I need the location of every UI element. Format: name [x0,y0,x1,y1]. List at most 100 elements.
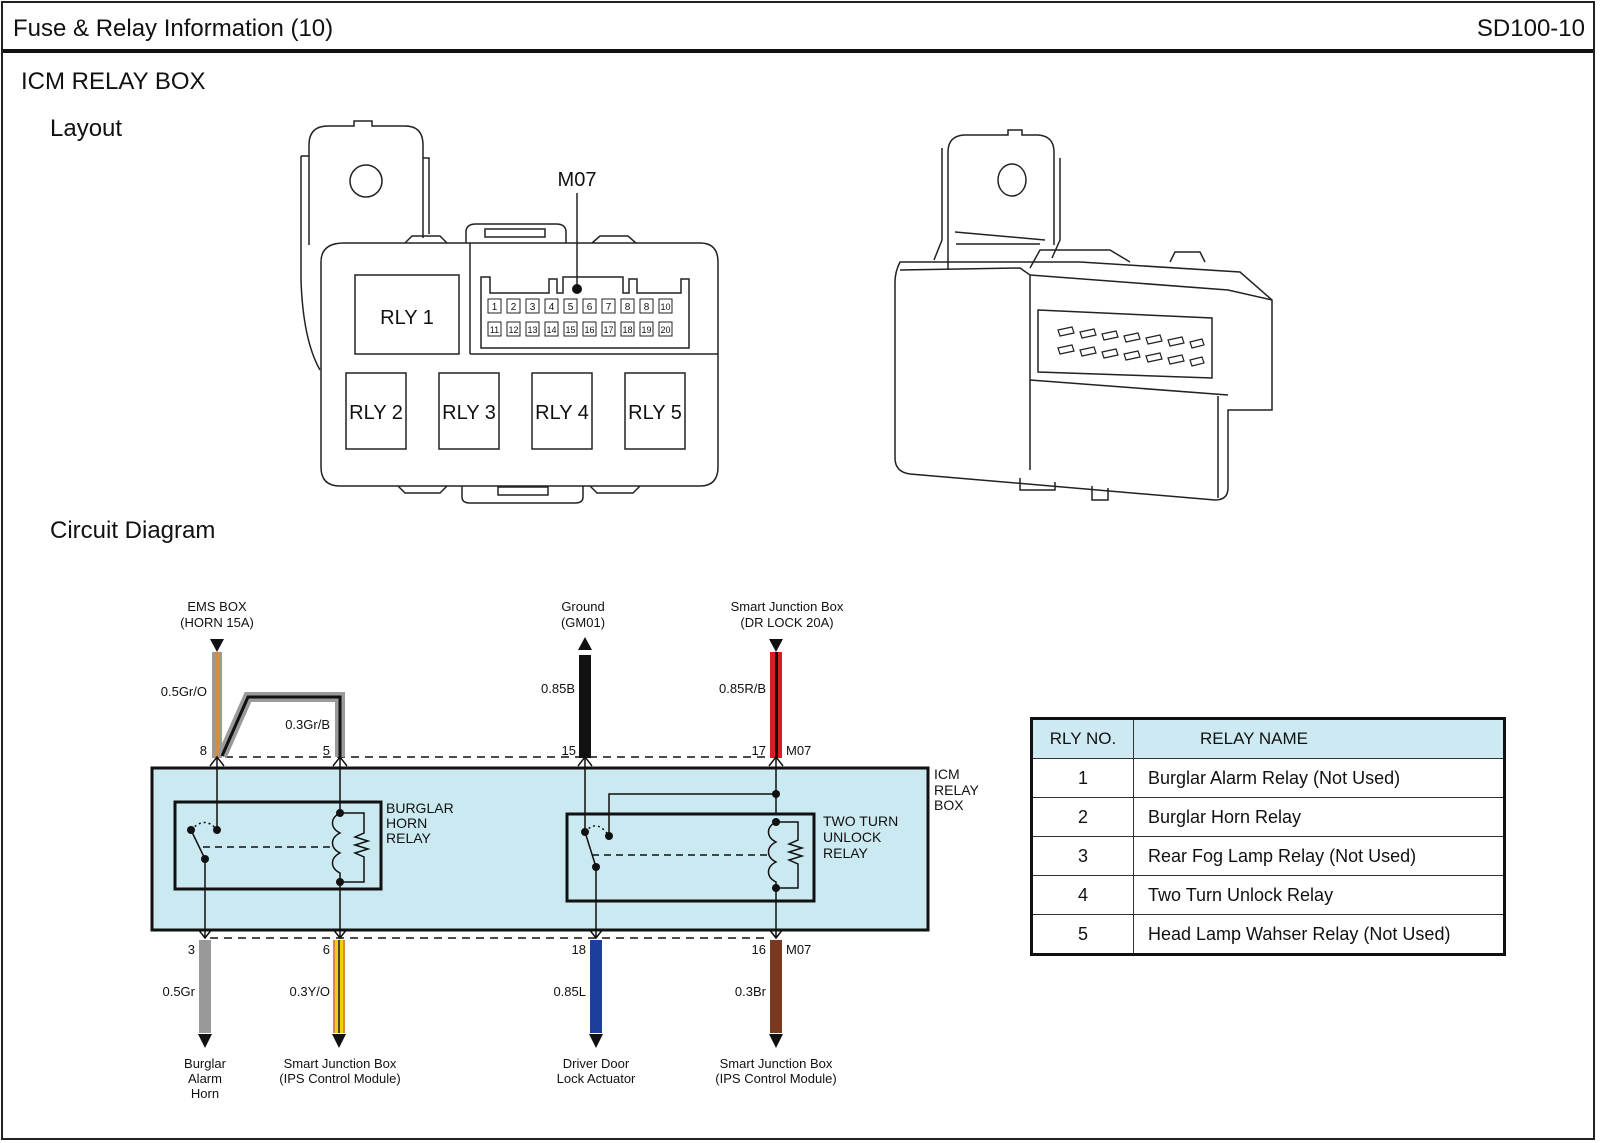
pin-number-6: 6 [323,942,330,957]
connector-pin [639,321,654,337]
relay-slot-1 [354,274,460,355]
connector-pin-number: 18 [622,325,632,335]
connector-pin-number: 8 [644,302,650,313]
relay-slot-2 [345,372,407,450]
relay-box-3d-view [894,129,1273,501]
twoturn-relay-label-3: RELAY [823,845,869,861]
source-ground-line1: Ground [561,599,604,614]
pin-number-5: 5 [323,743,330,758]
connector-pin-number: 15 [565,325,575,335]
connector-pin [563,321,578,337]
terminal-arrow-door-lock [589,1034,603,1048]
connector-pin-number: 8 [625,302,631,313]
connector-pin-number: 19 [641,325,651,335]
connector-pin-number: 16 [584,325,594,335]
relay-table-header: RLY NO. RELAY NAME [1031,718,1505,759]
dest-horn-line3: Horn [191,1086,219,1101]
source-ems-line1: EMS BOX [187,599,247,614]
connector-pin [506,321,521,337]
cell-name: Rear Fog Lamp Relay (Not Used) [1133,836,1505,876]
mount-hole-3d [997,163,1027,197]
connector-pin-number: 5 [568,302,574,313]
connector-label-m07: M07 [558,169,597,191]
connector-pin [658,298,673,314]
cell-name: Two Turn Unlock Relay [1133,875,1505,915]
connector-pin [544,321,559,337]
connector-m07-bottom: M07 [786,942,811,957]
wire-pin3 [199,940,211,1033]
source-sjb-line2: (DR LOCK 20A) [740,615,833,630]
pin-number-8: 8 [200,743,207,758]
connector-m07-top: M07 [786,743,811,758]
wire-label-pin15: 0.85B [541,681,575,696]
cell-no: 3 [1031,836,1134,876]
burglar-relay-label-3: RELAY [386,830,432,846]
cell-no: 2 [1031,797,1134,837]
dest-sjb1-line1: Smart Junction Box [284,1056,397,1071]
wire-label-pin16: 0.3Br [735,984,767,999]
twoturn-relay-label-2: UNLOCK [823,829,882,845]
header-relay-name: RELAY NAME [1133,718,1505,759]
connector-pin [639,298,654,314]
dest-sjb1-line2: (IPS Control Module) [279,1071,400,1086]
layout-heading: Layout [50,115,123,142]
connector-pin [620,321,635,337]
relay-slot-5 [624,372,686,450]
cell-name: Burglar Horn Relay [1133,797,1505,837]
dest-horn-line2: Alarm [188,1071,222,1086]
connector-pin [658,321,673,337]
connector-pin-number: 13 [527,325,537,335]
connector-pin-number: 6 [587,302,593,313]
wire-pin17 [770,652,782,758]
relay-label-3: RLY 3 [442,402,496,424]
icm-module-box [150,766,930,932]
pin-number-18: 18 [572,942,586,957]
twoturn-relay-label-1: TWO TURN [823,813,898,829]
connector-pin-number: 14 [546,325,556,335]
cell-no: 1 [1031,758,1134,798]
burglar-relay-label-1: BURGLAR [386,800,454,816]
terminal-arrow-in-sjb [769,639,783,652]
header-rly-no: RLY NO. [1031,718,1134,759]
module-label-line2: RELAY [934,782,980,798]
cell-no: 5 [1031,914,1134,955]
module-label-line1: ICM [934,766,960,782]
cell-no: 4 [1031,875,1134,915]
relay-slot-3 [438,372,500,450]
junction-dots [187,790,780,892]
terminal-arrow-sjb-ips-1 [332,1034,346,1048]
wire-label-pin5: 0.3Gr/B [285,717,330,732]
source-ground-line2: (GM01) [561,615,605,630]
dest-door-line1: Driver Door [563,1056,630,1071]
terminal-arrow-sjb-ips-2 [769,1034,783,1048]
dest-sjb2-line2: (IPS Control Module) [715,1071,836,1086]
relay-label-2: RLY 2 [349,402,403,424]
two-turn-relay-box [565,812,816,903]
page-code: SD100-10 [1476,15,1585,42]
wire-label-pin8: 0.5Gr/O [161,684,207,699]
connector-pin-number: 1 [492,302,498,313]
cell-name: Head Lamp Wahser Relay (Not Used) [1133,914,1505,955]
circuit-heading: Circuit Diagram [50,517,216,544]
connector-pin [544,298,559,314]
connector-marker [572,284,582,294]
connector-pin [601,298,616,314]
dest-sjb2-line1: Smart Junction Box [720,1056,833,1071]
connector-pin-number: 4 [549,302,555,313]
connector-pin [506,298,521,314]
connector-pin-number: 2 [511,302,517,313]
page-header: Fuse & Relay Information (10) SD100-10 [3,3,1593,53]
cell-name: Burglar Alarm Relay (Not Used) [1133,758,1505,798]
wire-pin5 [217,692,345,759]
relay-box-top-view [300,120,719,504]
wire-label-pin6: 0.3Y/O [290,984,330,999]
connector-pin-number: 12 [508,325,518,335]
relay-slot-4 [531,372,593,450]
relay-label-4: RLY 4 [535,402,589,424]
pin-number-16: 16 [752,942,766,957]
